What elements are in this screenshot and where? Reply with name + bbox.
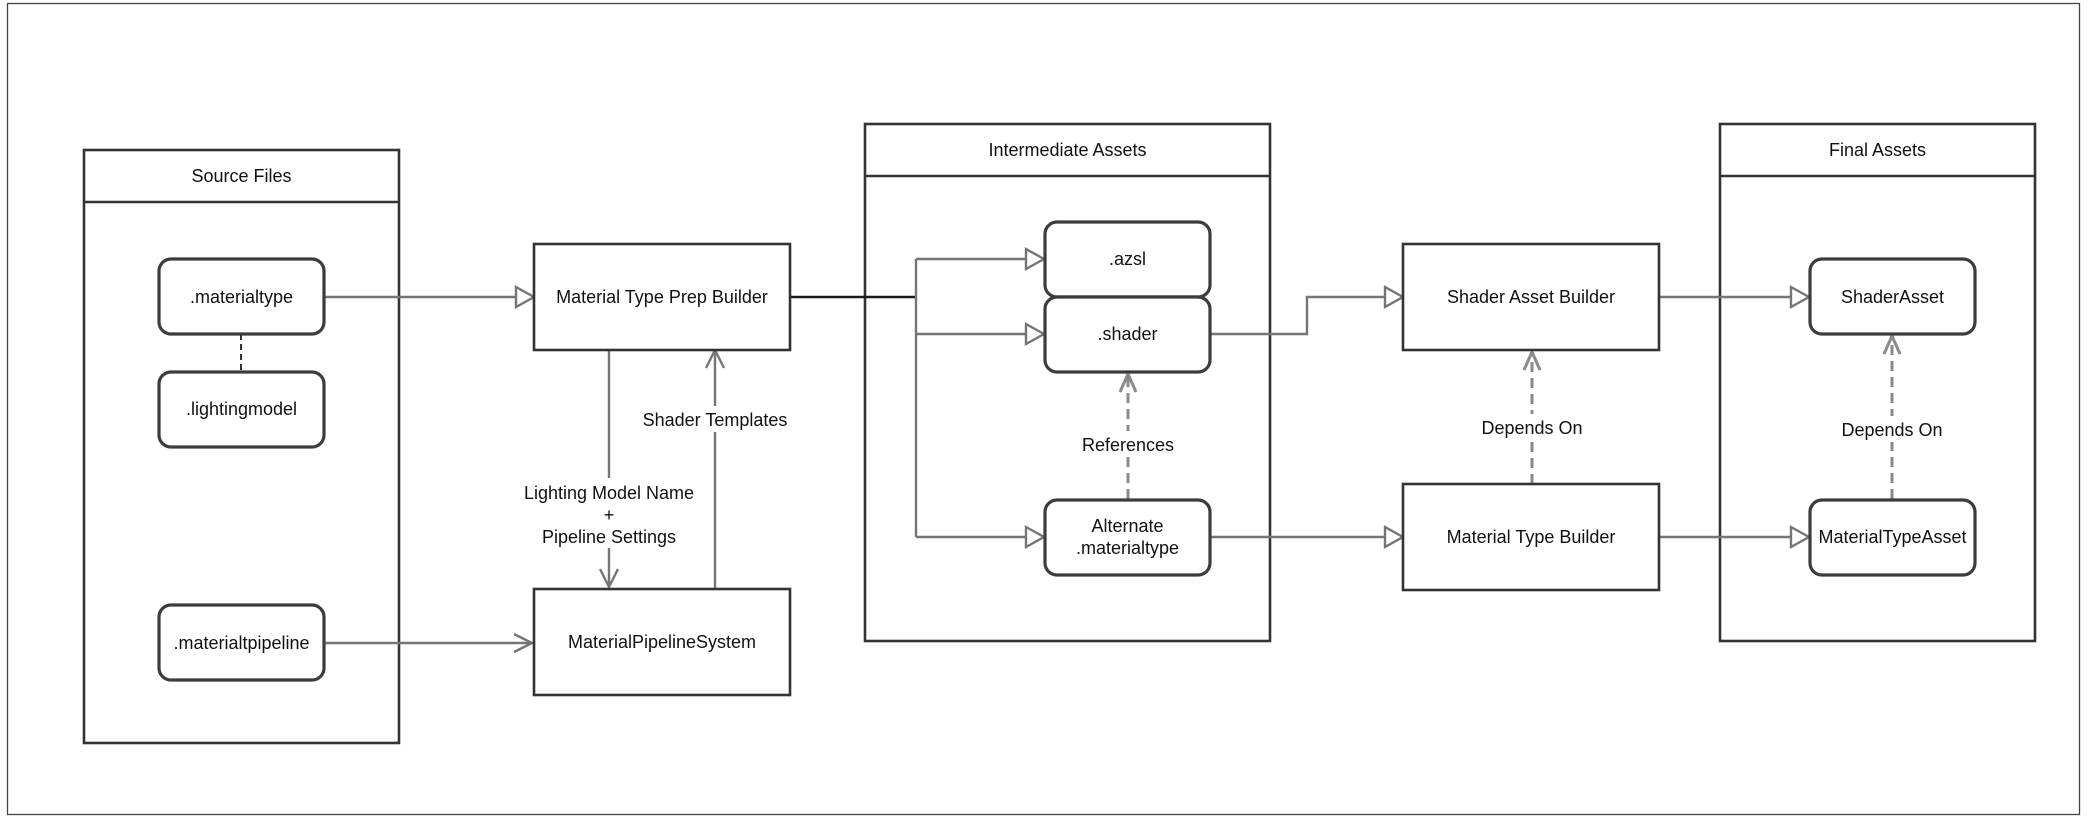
svg-text:Lighting Model Name: Lighting Model Name [524, 483, 694, 503]
edge-shader-asset-builder-to-shader-asset [1659, 284, 1812, 310]
asset-node-shader-asset: ShaderAsset [1808, 257, 1977, 336]
edge-label-references: References [1075, 431, 1181, 457]
file-node-materialtype: .materialtype [157, 257, 326, 336]
edge-bus-to-alternate-materialtype [916, 524, 1047, 550]
edge-bus-to-shader [916, 321, 1047, 347]
edge-material-type-builder-to-material-type-asset [1659, 524, 1812, 550]
svg-text:References: References [1082, 435, 1174, 455]
edge-label-depends-on-asset: Depends On [1836, 416, 1948, 442]
svg-text:.lightingmodel: .lightingmodel [186, 399, 297, 419]
edge-materialtpipeline-to-pipeline-system [324, 632, 535, 654]
file-node-shader: .shader [1043, 295, 1212, 374]
process-shader-asset-builder: Shader Asset Builder [1401, 242, 1661, 352]
svg-text:.materialtpipeline: .materialtpipeline [173, 633, 309, 653]
svg-text:.materialtype: .materialtype [1076, 538, 1179, 558]
svg-text:Alternate: Alternate [1091, 516, 1163, 536]
svg-text:.azsl: .azsl [1109, 249, 1146, 269]
svg-text:.materialtype: .materialtype [190, 287, 293, 307]
svg-text:Material Type Builder: Material Type Builder [1447, 527, 1616, 547]
svg-text:Shader Asset Builder: Shader Asset Builder [1447, 287, 1615, 307]
file-node-lightingmodel: .lightingmodel [157, 370, 326, 449]
edge-shader-to-shader-asset-builder [1210, 284, 1406, 336]
container-title-final-assets: Final Assets [1829, 140, 1926, 160]
svg-text:MaterialTypeAsset: MaterialTypeAsset [1818, 527, 1966, 547]
svg-text:Material Type Prep Builder: Material Type Prep Builder [556, 287, 768, 307]
edge-label-depends-on-builder: Depends On [1476, 414, 1588, 440]
svg-text:MaterialPipelineSystem: MaterialPipelineSystem [568, 632, 756, 652]
svg-text:Pipeline Settings: Pipeline Settings [542, 527, 676, 547]
svg-text:+: + [604, 505, 615, 525]
svg-text:Depends On: Depends On [1481, 418, 1582, 438]
edge-materialtype-to-prep-builder [324, 284, 537, 310]
process-material-type-prep-builder: Material Type Prep Builder [532, 242, 792, 352]
svg-text:Shader Templates: Shader Templates [643, 410, 788, 430]
edge-bus-to-azsl [916, 246, 1047, 272]
svg-text:.shader: .shader [1097, 324, 1157, 344]
edge-label-lighting-model-pipeline-settings: Lighting Model Name + Pipeline Settings [516, 478, 702, 548]
process-material-pipeline-system: MaterialPipelineSystem [532, 587, 792, 697]
svg-text:Depends On: Depends On [1841, 420, 1942, 440]
svg-text:ShaderAsset: ShaderAsset [1841, 287, 1944, 307]
container-title-source-files: Source Files [191, 166, 291, 186]
asset-node-material-type-asset: MaterialTypeAsset [1808, 498, 1977, 577]
file-node-azsl: .azsl [1043, 220, 1212, 299]
container-title-intermediate-assets: Intermediate Assets [988, 140, 1146, 160]
process-material-type-builder: Material Type Builder [1401, 482, 1661, 592]
edge-alternate-references-shader [1118, 370, 1138, 499]
edge-label-shader-templates: Shader Templates [638, 406, 792, 432]
edge-alternate-to-material-type-builder [1210, 524, 1406, 550]
file-node-alternate-materialtype: Alternate .materialtype [1043, 498, 1212, 577]
file-node-materialtpipeline: .materialtpipeline [157, 603, 326, 682]
